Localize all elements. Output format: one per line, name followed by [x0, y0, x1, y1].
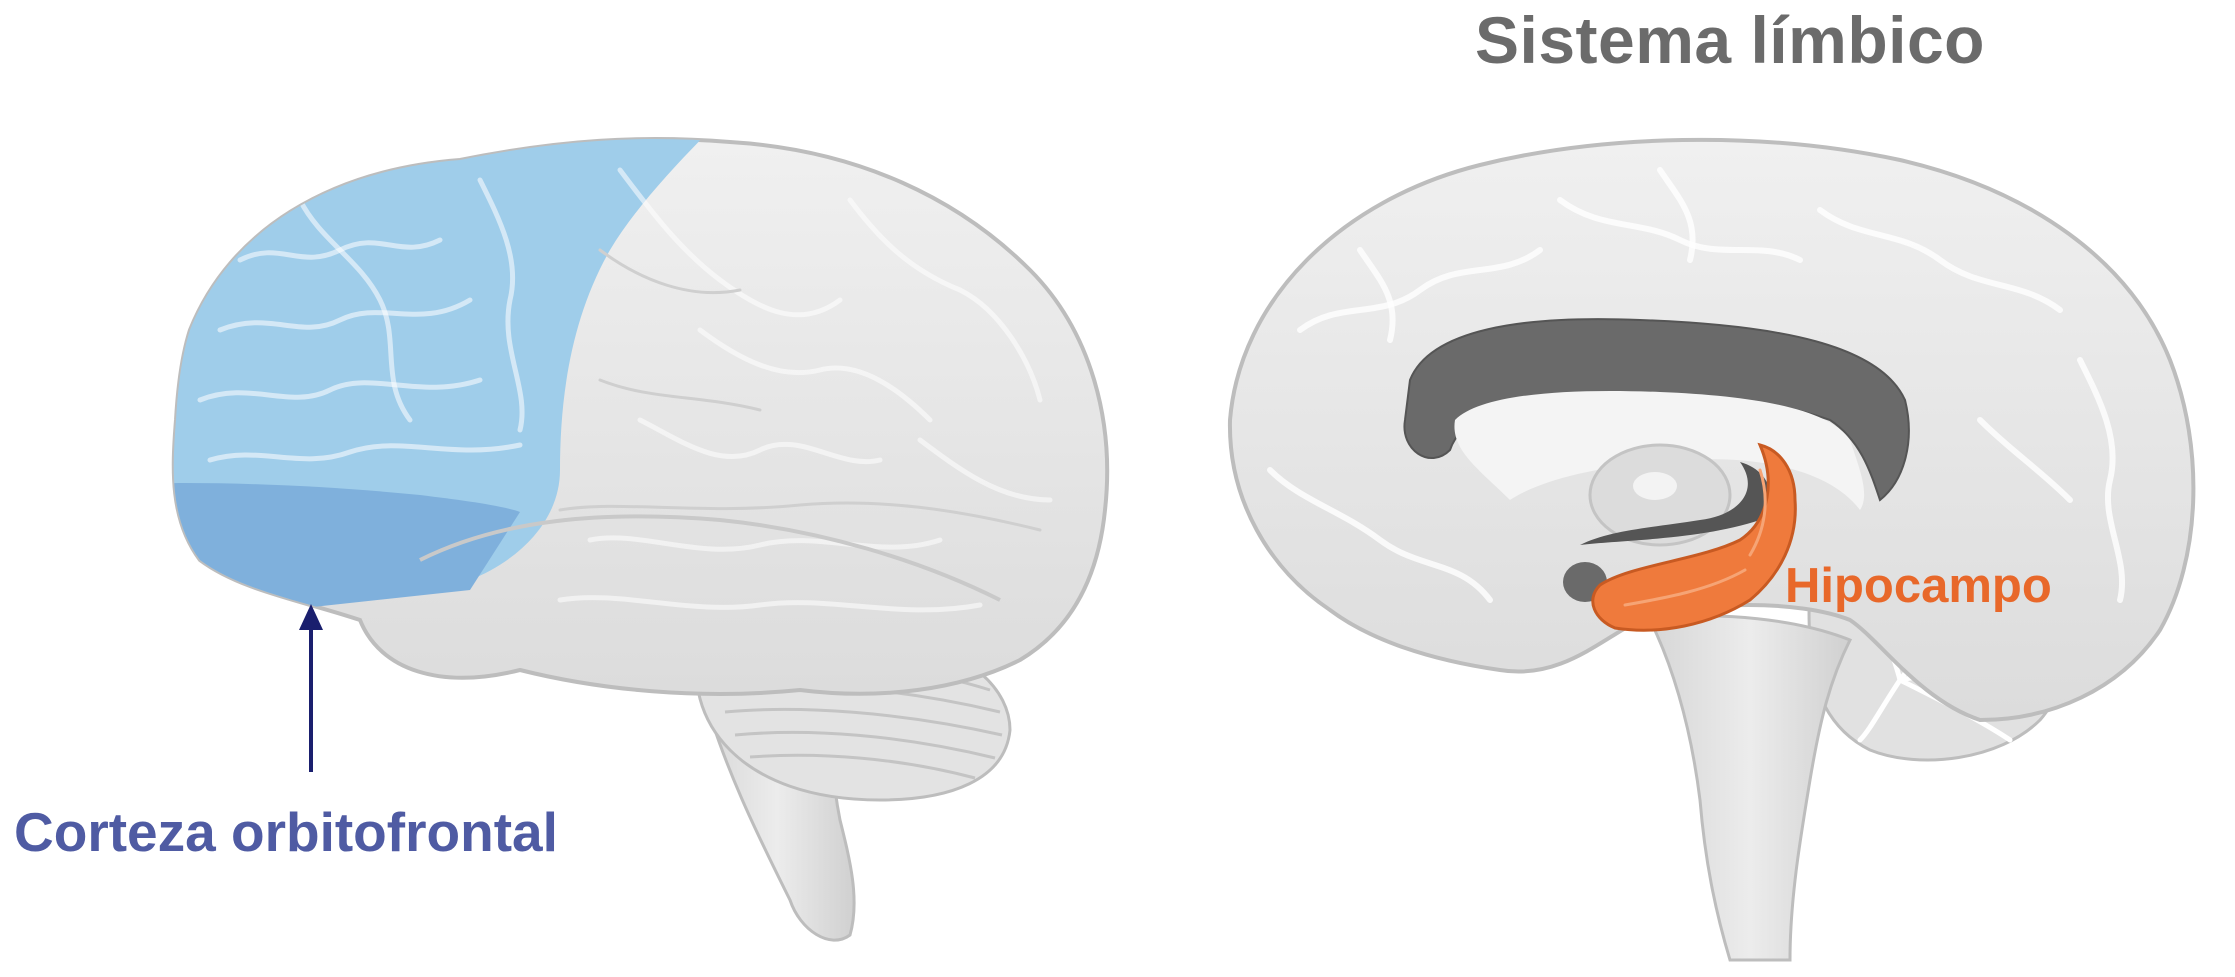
orbitofrontal-cortex-label: Corteza orbitofrontal — [14, 801, 558, 863]
medial-brain — [1227, 137, 2196, 962]
thalamus — [1588, 443, 1732, 547]
hippocampus — [1591, 442, 1797, 632]
hippocampus-label: Hipocampo — [1785, 559, 2052, 613]
diagram-title: Sistema límbico — [1474, 3, 1985, 77]
medial-brainstem — [1647, 614, 1853, 962]
orbitofrontal-arrow — [299, 604, 323, 772]
fornix — [1580, 462, 1771, 545]
